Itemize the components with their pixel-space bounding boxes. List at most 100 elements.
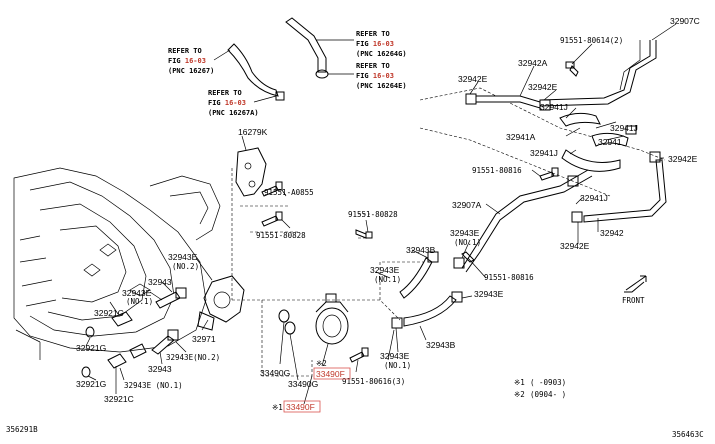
svg-text:FIG 16-03: FIG 16-03: [168, 57, 206, 65]
label-91551-80616: 91551-80616(3): [342, 377, 405, 386]
label-33490f-a: 33490F: [316, 369, 345, 379]
hose-32943b-b: [391, 291, 463, 329]
label-front: FRONT: [622, 296, 645, 305]
legend: ※1 ( -0903) ※2 (0904- ): [514, 378, 566, 399]
ref-hose-c: [285, 17, 329, 79]
label-32942e-c: 32942E: [668, 154, 698, 164]
label-32921g-a: 32921G: [76, 343, 106, 353]
label-32943e-b: 32943E: [380, 351, 410, 361]
svg-text:(NO.1): (NO.1): [126, 297, 153, 306]
part-labels: 32907C 91551-80614(2) 32942E 32942A 3294…: [76, 16, 700, 413]
hose-32943-a: [155, 287, 187, 309]
bolt-91551-80828-b: [355, 229, 373, 239]
svg-text:REFER TO: REFER TO: [356, 30, 390, 38]
bolt-91551-80614: [565, 61, 579, 77]
label-32921c-a: 32921C: [94, 308, 124, 318]
label-32941j-d: 32941J: [580, 193, 608, 203]
label-33490g-a: 33490G: [260, 368, 290, 378]
label-32943-b: 32943: [148, 364, 172, 374]
reference-note-pnc-16264g: REFER TO FIG 16-03 (PNC 16264G): [356, 30, 407, 58]
svg-text:※1: ※1: [272, 403, 283, 412]
label-32942e-b: 32942E: [528, 82, 558, 92]
ref-line-1: REFER TO: [168, 47, 202, 55]
label-32943e-no1-c: 32943E: [122, 288, 152, 298]
svg-text:(PNC 16264E): (PNC 16264E): [356, 82, 407, 90]
label-91551-80828-a: 91551-80828: [256, 231, 306, 240]
reference-note-pnc-16267a: REFER TO FIG 16-03 (PNC 16267A): [208, 89, 259, 117]
bracket-16279k: [235, 147, 267, 197]
label-32941j-b: 32941J: [610, 123, 638, 133]
label-32907a: 32907A: [452, 200, 482, 210]
label-32941j-c: 32941J: [530, 148, 558, 158]
svg-text:REFER TO: REFER TO: [356, 62, 390, 70]
svg-text:FIG 16-03: FIG 16-03: [356, 72, 394, 80]
label-91551-80816-b: 91551-80816: [484, 273, 534, 282]
legend-mark-2: ※2: [514, 390, 525, 399]
label-32943e-no2: 32943E: [168, 252, 198, 262]
label-33490g-b: 33490G: [288, 379, 318, 389]
label-16279k: 16279K: [238, 127, 268, 137]
hose-32941a: [559, 112, 637, 172]
legend-text-1: ( -0903): [530, 378, 566, 387]
footer-code-right: 356463C: [672, 430, 704, 439]
label-32943b-a: 32943B: [406, 245, 436, 255]
hose-32943b-a: [399, 251, 439, 299]
bolt-91551-80816-b: [461, 251, 475, 263]
svg-text:(PNC 16267A): (PNC 16267A): [208, 109, 259, 117]
reference-note-pnc-16264e: REFER TO FIG 16-03 (PNC 16264E): [356, 62, 407, 90]
label-91551-80816-a: 91551-80816: [472, 166, 522, 175]
label-32942a: 32942A: [518, 58, 548, 68]
label-32943b-b: 32943B: [426, 340, 456, 350]
label-32942e-d: 32942E: [560, 241, 590, 251]
legend-mark-1: ※1: [514, 378, 525, 387]
label-32943e-no1-b: 32943E: [370, 265, 400, 275]
o-rings-33490g: [278, 309, 296, 335]
label-91551-a0855: 91551-A0855: [264, 188, 314, 197]
label-32943e-a: 32943E: [474, 289, 504, 299]
bolt-91551-a0855: [261, 181, 283, 197]
label-32943-a: 32943: [148, 277, 172, 287]
svg-text:(NO.1): (NO.1): [384, 361, 411, 370]
svg-text:※2: ※2: [316, 359, 327, 368]
assembly-outline: [231, 87, 666, 377]
label-32907c: 32907C: [670, 16, 700, 26]
leader-lines: [85, 23, 677, 405]
svg-text:(PNC 16264G): (PNC 16264G): [356, 50, 407, 58]
label-33490f-b: 33490F: [286, 402, 315, 412]
legend-text-2: (0904- ): [530, 390, 566, 399]
svg-text:FIG 16-03: FIG 16-03: [208, 99, 246, 107]
footer-code-left: 356291B: [6, 425, 38, 434]
label-32971: 32971: [192, 334, 216, 344]
label-32942: 32942: [600, 228, 624, 238]
label-32941j-a: 32941J: [540, 102, 568, 112]
svg-text:(NO.1): (NO.1): [454, 238, 481, 247]
engine-block-drawing: [13, 167, 221, 360]
gaskets-32921g: [81, 326, 95, 378]
label-32942e-a: 32942E: [458, 74, 488, 84]
bolt-91551-80616: [349, 347, 369, 363]
svg-text:(PNC 16267): (PNC 16267): [168, 67, 214, 75]
label-32941a: 32941A: [506, 132, 536, 142]
bolt-91551-80828-a: [261, 211, 283, 227]
svg-text:(NO.1): (NO.1): [374, 275, 401, 284]
label-32921c-b: 32921C: [104, 394, 134, 404]
label-32943e-no1-a: 32943E: [450, 228, 480, 238]
hose-32942: [571, 151, 667, 223]
label-32941: 32941: [598, 137, 622, 147]
hose-32943-b: [151, 329, 179, 355]
svg-text:FIG 16-03: FIG 16-03: [356, 40, 394, 48]
pipe-32907c: [539, 40, 657, 107]
label-91551-80828-b: 91551-80828: [348, 210, 398, 219]
svg-text:REFER TO: REFER TO: [208, 89, 242, 97]
pipe-32907a: [453, 169, 593, 273]
front-arrow-icon: [624, 275, 647, 293]
bolt-91551-80816-a: [539, 167, 559, 181]
label-91551-80614: 91551-80614(2): [560, 36, 623, 45]
label-32921g-b: 32921G: [76, 379, 106, 389]
connector-32921c: [107, 311, 147, 369]
vacuum-pump-left: [197, 275, 245, 331]
reference-note-pnc-16267: REFER TO FIG 16-03 (PNC 16267): [168, 47, 214, 75]
label-32943e-no1-d: 32943E (NO.1): [124, 381, 183, 390]
hose-32942a: [465, 93, 551, 111]
